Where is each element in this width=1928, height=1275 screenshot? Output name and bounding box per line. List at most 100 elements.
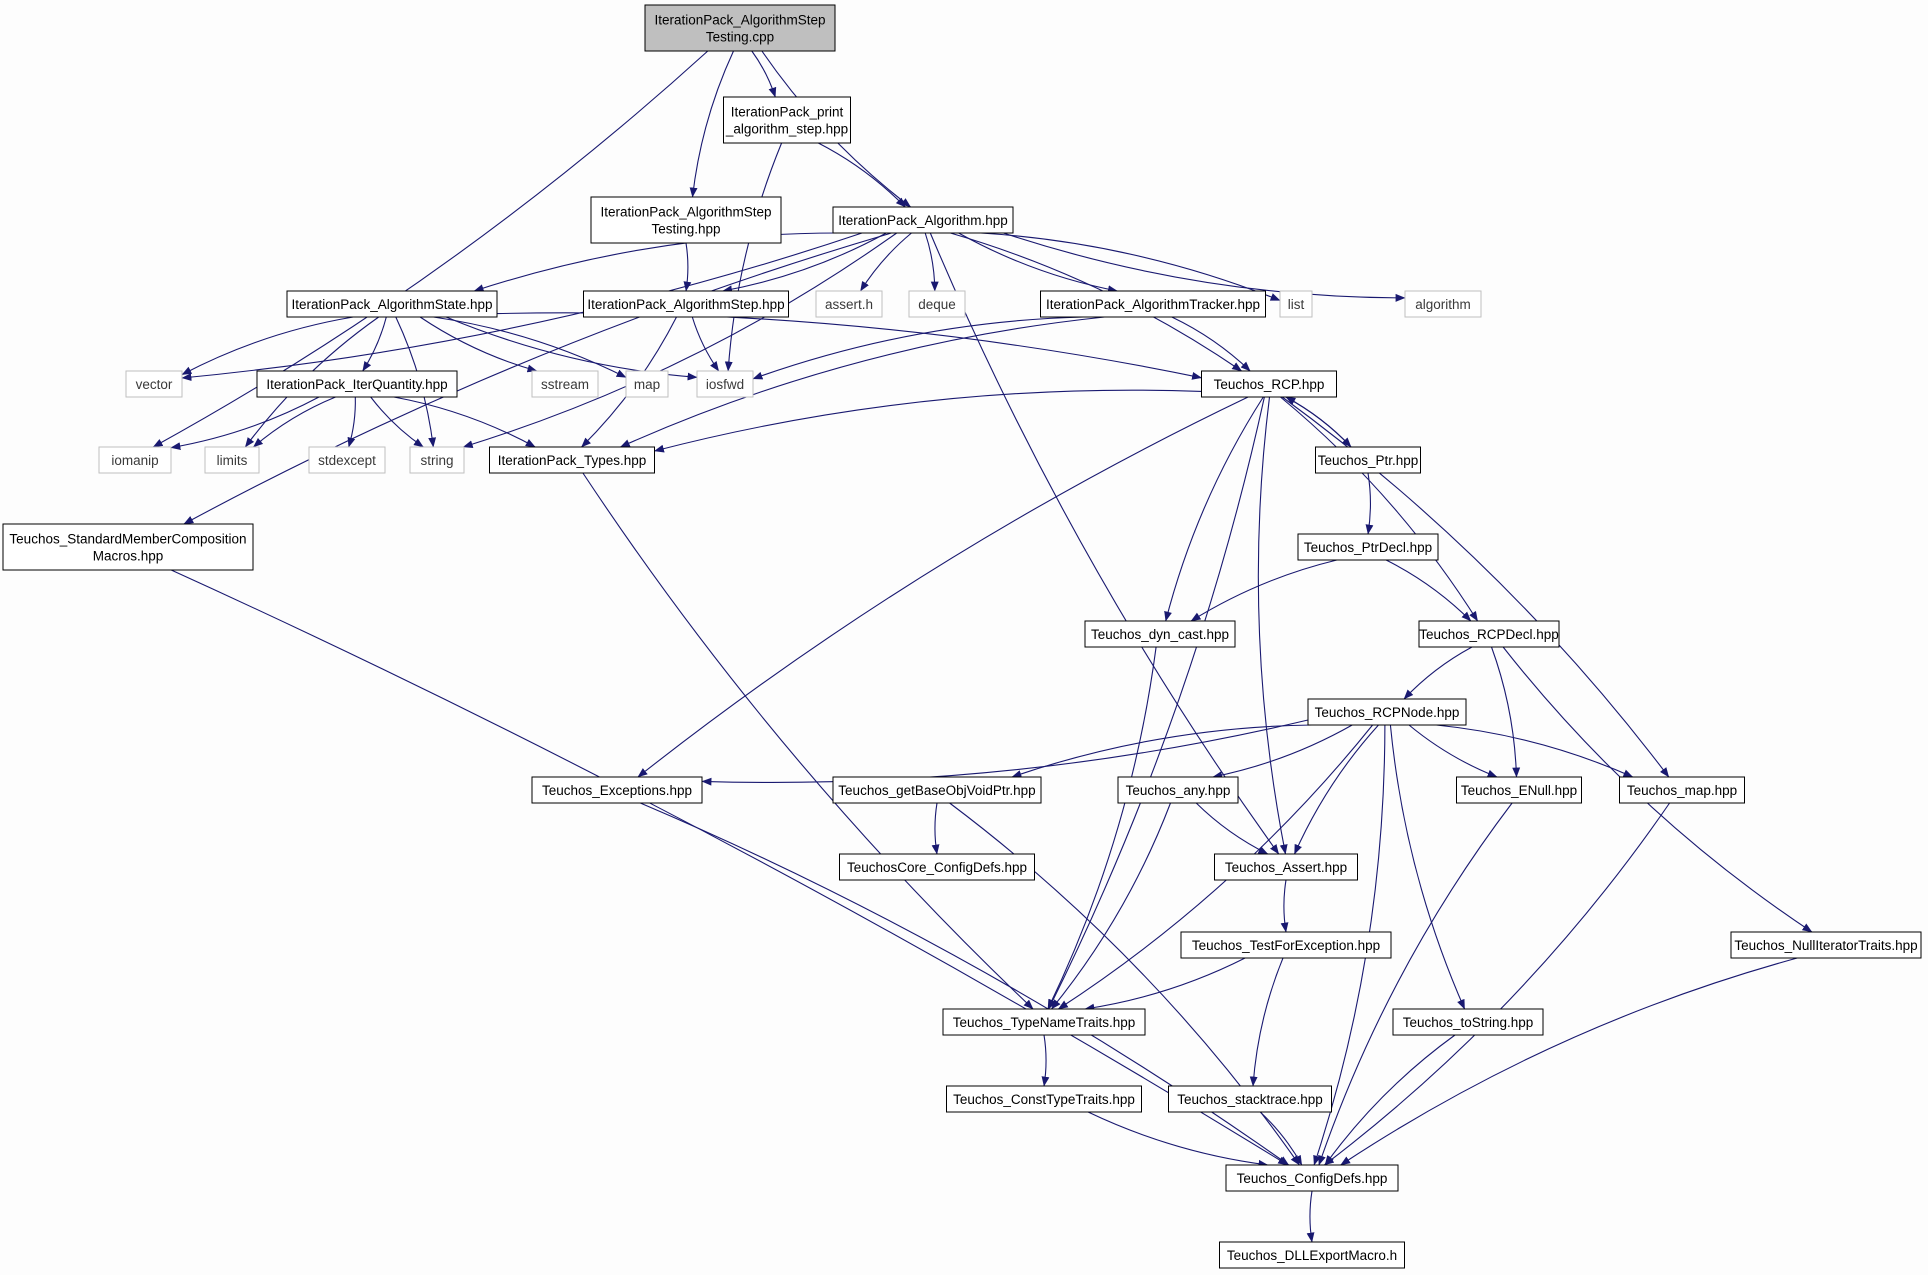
node-nulliter[interactable]: Teuchos_NullIteratorTraits.hpp [1730, 931, 1922, 959]
node-stacktrace[interactable]: Teuchos_stacktrace.hpp [1168, 1085, 1332, 1113]
node-label-deque-0: deque [918, 297, 956, 312]
node-box-limits [204, 446, 260, 474]
node-assert[interactable]: Teuchos_Assert.hpp [1214, 853, 1358, 881]
edge-alg-to-vector [181, 232, 863, 382]
node-coreconfig[interactable]: TeuchosCore_ConfigDefs.hpp [839, 853, 1035, 881]
node-label-ptrdecl-0: Teuchos_PtrDecl.hpp [1304, 540, 1432, 555]
node-box-dyncast [1084, 620, 1236, 648]
node-box-tracker [1040, 290, 1266, 318]
edge-ptrdecl-to-rcpdecl [1385, 559, 1472, 622]
edge-rcp-to-typename [1048, 396, 1265, 1010]
edge-rcp-to-ptr [1285, 396, 1352, 448]
node-testfor[interactable]: Teuchos_TestForException.hpp [1180, 931, 1392, 959]
edge-rcpnode-to-getbase [1011, 724, 1313, 778]
edge-iterq-to-types [393, 396, 536, 448]
node-dllexport[interactable]: Teuchos_DLLExportMacro.h [1219, 1241, 1405, 1269]
node-exceptions[interactable]: Teuchos_Exceptions.hpp [531, 776, 703, 804]
node-label-sstream-0: sstream [541, 377, 589, 392]
node-print[interactable]: IterationPack_print_algorithm_step.hpp [723, 96, 851, 144]
edge-alg-to-tracker [958, 232, 1118, 294]
node-typename[interactable]: Teuchos_TypeNameTraits.hpp [942, 1008, 1146, 1036]
node-box-iosfwd [696, 370, 754, 398]
node-box-tostring [1392, 1008, 1544, 1036]
node-label-testfor-0: Teuchos_TestForException.hpp [1192, 938, 1380, 953]
edge-tmap-to-configdefs [1324, 802, 1671, 1166]
node-label-rcpnode-0: Teuchos_RCPNode.hpp [1315, 705, 1460, 720]
node-box-alg [832, 206, 1014, 234]
node-iterq[interactable]: IterationPack_IterQuantity.hpp [256, 370, 458, 398]
node-configdefs[interactable]: Teuchos_ConfigDefs.hpp [1225, 1164, 1399, 1192]
edge-rcp-to-rcpdecl [1280, 396, 1479, 622]
node-box-deque [908, 290, 966, 318]
node-label-root-1: Testing.cpp [706, 30, 774, 45]
node-box-typename [942, 1008, 1146, 1036]
node-label-coreconfig-0: TeuchosCore_ConfigDefs.hpp [847, 860, 1027, 875]
node-label-ptr-0: Teuchos_Ptr.hpp [1318, 453, 1419, 468]
node-label-vector-0: vector [136, 377, 173, 392]
node-label-stdexcept-0: stdexcept [318, 453, 376, 468]
edge-assert-to-testfor [1280, 879, 1289, 933]
node-box-enull [1456, 776, 1582, 804]
edge-alg-to-deque [924, 232, 939, 292]
edge-typename-to-consttype [1041, 1034, 1050, 1087]
node-label-consttype-0: Teuchos_ConstTypeTraits.hpp [953, 1092, 1135, 1107]
node-any[interactable]: Teuchos_any.hpp [1117, 776, 1239, 804]
edge-root-to-print [751, 50, 777, 98]
node-box-stdmember [2, 523, 254, 571]
node-label-algstep-0: IterationPack_AlgorithmStep.hpp [587, 297, 784, 312]
node-rcpnode[interactable]: Teuchos_RCPNode.hpp [1307, 698, 1467, 726]
node-stdexcept: stdexcept [308, 446, 386, 474]
node-box-any [1117, 776, 1239, 804]
node-label-map-0: map [634, 377, 660, 392]
node-label-types-0: IterationPack_Types.hpp [498, 453, 647, 468]
node-tracker[interactable]: IterationPack_AlgorithmTracker.hpp [1040, 290, 1266, 318]
edge-rcpnode-to-assert [1293, 724, 1379, 855]
node-alg[interactable]: IterationPack_Algorithm.hpp [832, 206, 1014, 234]
edge-rcp-to-dyncast [1164, 396, 1264, 622]
node-consttype[interactable]: Teuchos_ConstTypeTraits.hpp [946, 1085, 1142, 1113]
edge-types-to-typename [582, 472, 1034, 1010]
node-types[interactable]: IterationPack_Types.hpp [489, 446, 655, 474]
node-dyncast[interactable]: Teuchos_dyn_cast.hpp [1084, 620, 1236, 648]
node-box-coreconfig [839, 853, 1035, 881]
node-label-iosfwd-0: iosfwd [706, 377, 744, 392]
node-tmap[interactable]: Teuchos_map.hpp [1619, 776, 1745, 804]
node-box-getbase [832, 776, 1042, 804]
node-enull[interactable]: Teuchos_ENull.hpp [1456, 776, 1582, 804]
edge-rcp-to-types [654, 389, 1202, 453]
node-label-exceptions-0: Teuchos_Exceptions.hpp [542, 783, 692, 798]
edge-alg-to-list [980, 232, 1281, 301]
edge-configdefs-to-dllexport [1306, 1190, 1315, 1243]
node-algstep[interactable]: IterationPack_AlgorithmStep.hpp [583, 290, 789, 318]
node-label-nulliter-0: Teuchos_NullIteratorTraits.hpp [1734, 938, 1917, 953]
edge-ptrdecl-to-dyncast [1190, 559, 1338, 622]
edge-print-to-iosfwd [724, 142, 783, 372]
node-algstate[interactable]: IterationPack_AlgorithmState.hpp [286, 290, 498, 318]
node-label-stdmember-0: Teuchos_StandardMemberComposition [9, 532, 246, 547]
node-label-getbase-0: Teuchos_getBaseObjVoidPtr.hpp [838, 783, 1035, 798]
node-label-algstate-0: IterationPack_AlgorithmState.hpp [291, 297, 492, 312]
node-assert_h: assert.h [815, 290, 883, 318]
node-box-iomanip [98, 446, 172, 474]
node-ptrdecl[interactable]: Teuchos_PtrDecl.hpp [1297, 533, 1439, 561]
edge-algstate-to-rcp [496, 312, 1202, 380]
node-box-algstep [583, 290, 789, 318]
edge-algstate-to-sstream [419, 316, 538, 373]
edge-iterq-to-iomanip [170, 396, 320, 450]
node-box-rcp [1201, 370, 1337, 398]
node-stdmember[interactable]: Teuchos_StandardMemberCompositionMacros.… [2, 523, 254, 571]
node-rcp[interactable]: Teuchos_RCP.hpp [1201, 370, 1337, 398]
edge-root-to-algstep_hpp [689, 50, 734, 198]
node-label-configdefs-0: Teuchos_ConfigDefs.hpp [1237, 1171, 1388, 1186]
node-rcpdecl[interactable]: Teuchos_RCPDecl.hpp [1418, 620, 1560, 648]
node-label-limits-0: limits [217, 453, 248, 468]
node-getbase[interactable]: Teuchos_getBaseObjVoidPtr.hpp [832, 776, 1042, 804]
node-tostring[interactable]: Teuchos_toString.hpp [1392, 1008, 1544, 1036]
edge-rcpnode-to-exceptions [701, 719, 1309, 786]
node-ptr[interactable]: Teuchos_Ptr.hpp [1315, 446, 1421, 474]
node-label-iterq-0: IterationPack_IterQuantity.hpp [266, 377, 447, 392]
node-box-configdefs [1225, 1164, 1399, 1192]
